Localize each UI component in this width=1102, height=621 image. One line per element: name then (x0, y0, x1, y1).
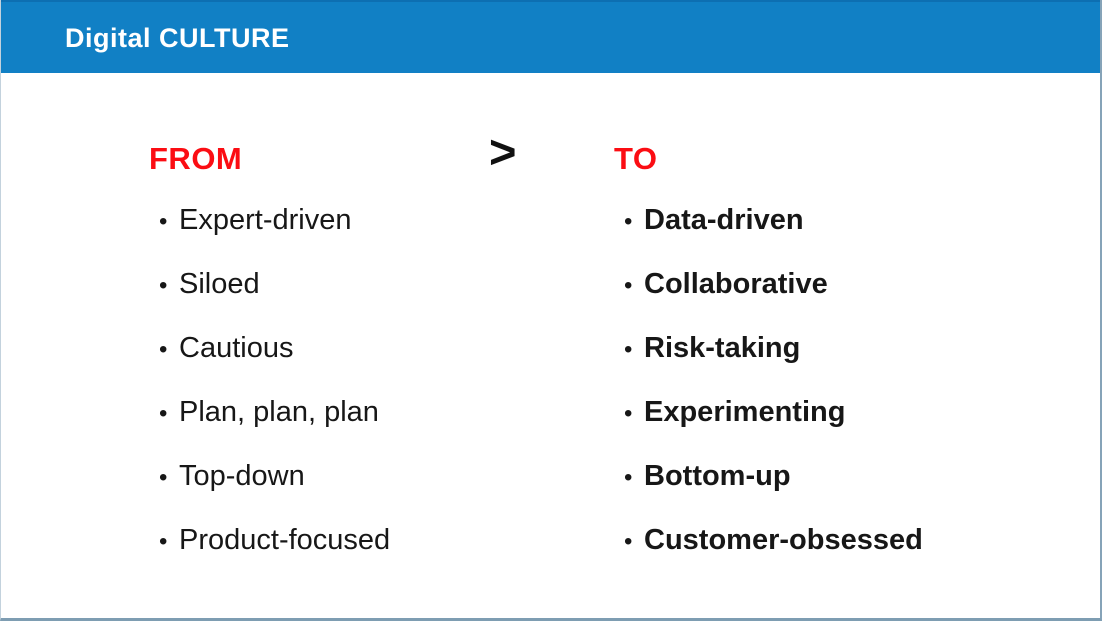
bullet-icon (149, 269, 179, 303)
list-item: Cautious (149, 331, 509, 367)
to-column: TO Data-driven Collaborative Risk-taking… (614, 141, 1054, 559)
to-list: Data-driven Collaborative Risk-taking Ex… (614, 203, 1054, 559)
bullet-icon (614, 205, 644, 239)
greater-than-arrow-icon: > (489, 125, 517, 178)
list-item: Product-focused (149, 523, 509, 559)
list-item-label: Experimenting (644, 396, 846, 428)
list-item-label: Data-driven (644, 204, 804, 236)
list-item: Plan, plan, plan (149, 395, 509, 431)
list-item-label: Customer-obsessed (644, 524, 923, 556)
list-item-label: Plan, plan, plan (179, 396, 379, 428)
list-item: Experimenting (614, 395, 1054, 431)
list-item: Expert-driven (149, 203, 509, 239)
list-item-label: Bottom-up (644, 460, 791, 492)
bullet-icon (614, 525, 644, 559)
list-item: Risk-taking (614, 331, 1054, 367)
from-column: FROM Expert-driven Siloed Cautious Plan,… (149, 141, 509, 559)
list-item-label: Collaborative (644, 268, 828, 300)
page-title: Digital CULTURE (65, 23, 290, 53)
bullet-icon (614, 397, 644, 431)
list-item: Top-down (149, 459, 509, 495)
slide-header: Digital CULTURE (1, 0, 1100, 73)
list-item: Customer-obsessed (614, 523, 1054, 559)
list-item: Siloed (149, 267, 509, 303)
bullet-icon (614, 269, 644, 303)
bullet-icon (614, 333, 644, 367)
list-item: Data-driven (614, 203, 1054, 239)
bullet-icon (149, 333, 179, 367)
from-list: Expert-driven Siloed Cautious Plan, plan… (149, 203, 509, 559)
bullet-icon (149, 205, 179, 239)
bullet-icon (149, 397, 179, 431)
list-item-label: Top-down (179, 460, 305, 492)
list-item-label: Risk-taking (644, 332, 801, 364)
list-item: Collaborative (614, 267, 1054, 303)
list-item-label: Product-focused (179, 524, 391, 556)
bullet-icon (149, 461, 179, 495)
list-item: Bottom-up (614, 459, 1054, 495)
bullet-icon (149, 525, 179, 559)
from-heading: FROM (149, 141, 243, 176)
list-item-label: Siloed (179, 268, 260, 300)
list-item-label: Expert-driven (179, 204, 352, 236)
bullet-icon (614, 461, 644, 495)
list-item-label: Cautious (179, 332, 294, 364)
to-heading: TO (614, 141, 658, 176)
slide-body: FROM Expert-driven Siloed Cautious Plan,… (1, 73, 1100, 618)
